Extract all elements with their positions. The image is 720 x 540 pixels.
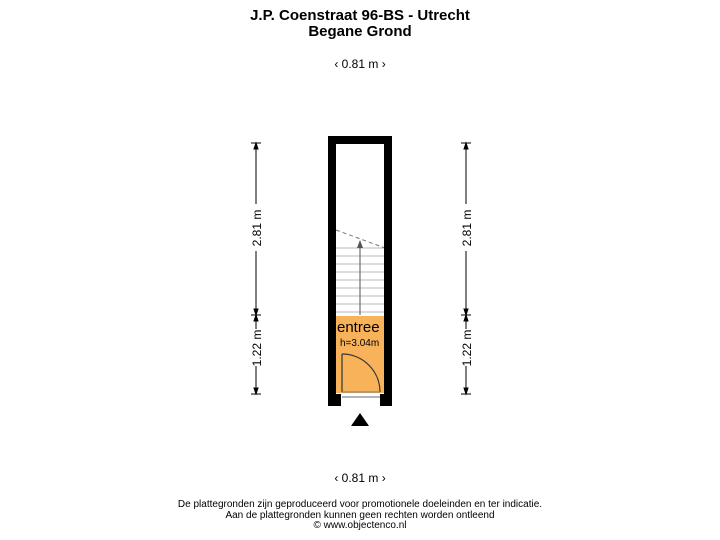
room-height-label: h=3.04m — [340, 338, 380, 349]
footer-copyright: © www.objectenco.nl — [313, 520, 407, 531]
right-upper-dimension-label: 2.81 m — [460, 210, 474, 247]
room-label-entree: entree — [337, 319, 380, 336]
width-bottom-label: 0.81 m — [341, 471, 379, 485]
floor-title: Begane Grond — [308, 23, 412, 40]
left-dimension-line — [251, 141, 261, 396]
footer-disclaimer-2: Aan de plattegronden kunnen geen rechten… — [225, 510, 495, 521]
dim-arrow-left-icon: ‹ — [334, 57, 339, 71]
stair-direction-arrow-icon — [357, 240, 363, 315]
dim-arrow-right-icon: › — [381, 57, 386, 71]
dim-arrow-right-icon: › — [381, 471, 386, 485]
dim-arrow-left-icon: ‹ — [334, 471, 339, 485]
address-title: J.P. Coenstraat 96-BS - Utrecht — [250, 7, 470, 24]
width-dimension-bottom: ‹ 0.81 m › — [0, 471, 720, 485]
walls — [328, 136, 392, 406]
right-lower-dimension-label: 1.22 m — [460, 330, 474, 367]
entrance-door-icon — [341, 353, 381, 398]
left-upper-dimension-label: 2.81 m — [250, 210, 264, 247]
footer-disclaimer-1: De plattegronden zijn geproduceerd voor … — [177, 499, 543, 510]
entrance-marker-icon — [351, 413, 369, 426]
width-top-label: 0.81 m — [341, 57, 379, 71]
left-lower-dimension-label: 1.22 m — [250, 330, 264, 367]
width-dimension-top: ‹ 0.81 m › — [0, 57, 720, 71]
right-dimension-line — [461, 141, 471, 396]
